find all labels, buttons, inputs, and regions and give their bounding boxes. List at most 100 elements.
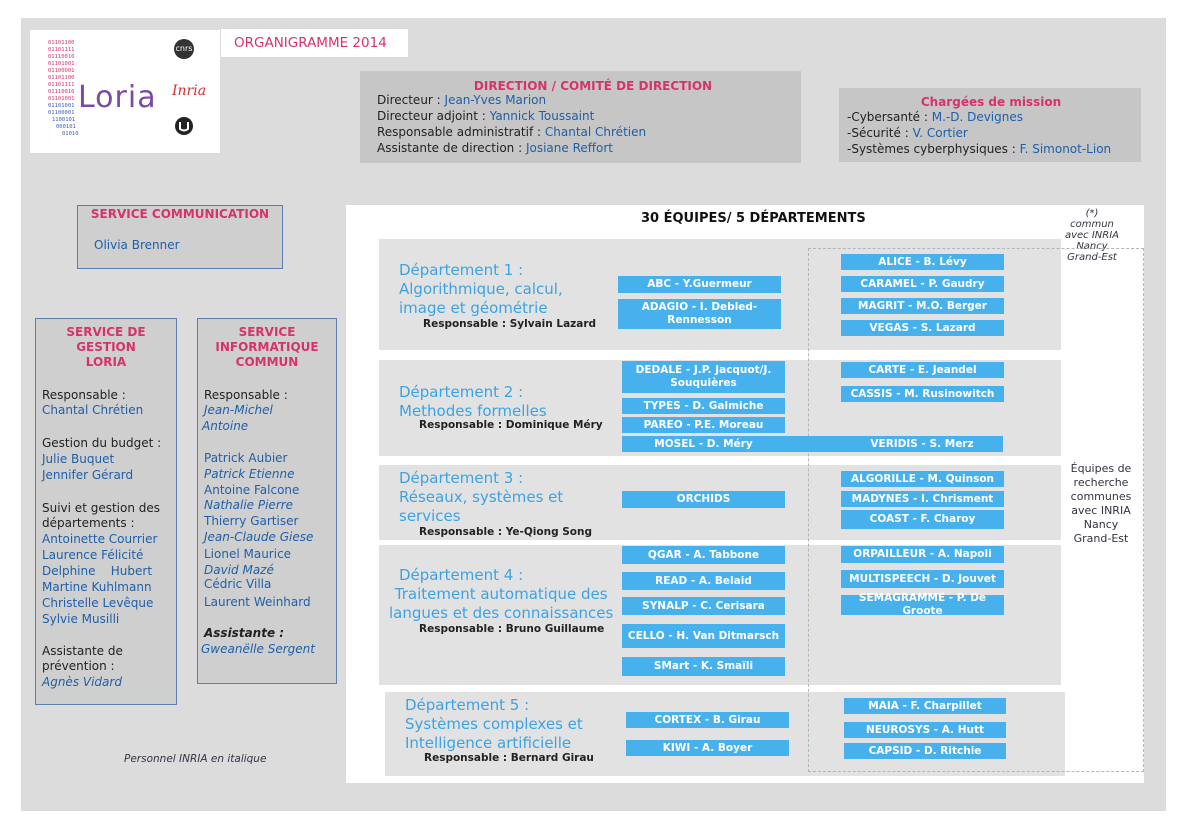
staff-name: Martine Kuhlmann bbox=[42, 580, 152, 594]
svg-text:01101111: 01101111 bbox=[48, 47, 75, 53]
staff-name: Laurence Félicité bbox=[42, 548, 144, 562]
staff-name: Lionel Maurice bbox=[204, 547, 292, 561]
inria-shared-teams-frame bbox=[808, 248, 1144, 772]
department-responsable: Responsable : Dominique Méry bbox=[419, 419, 603, 431]
communication-title: SERVICE COMMUNICATION bbox=[90, 207, 270, 221]
info-assist-name: Gweanëlle Sergent bbox=[201, 642, 315, 656]
staff-name: Antoinette Courrier bbox=[42, 532, 158, 546]
gestion-resp-name: Chantal Chrétien bbox=[42, 403, 144, 417]
mission-line: -Sécurité : V. Cortier bbox=[847, 126, 968, 140]
inria-team-box: MADYNES - I. Chrisment bbox=[841, 491, 1004, 507]
inria-team-box: CASSIS - M. Rusinowitch bbox=[841, 386, 1004, 402]
inria-team-box: CARAMEL - P. Gaudry bbox=[841, 276, 1004, 292]
gestion-resp-label: Responsable : bbox=[42, 388, 126, 402]
department-responsable: Responsable : Bruno Guillaume bbox=[419, 623, 605, 635]
department-name: Département 2 :Methodes formelles bbox=[399, 383, 547, 420]
staff-name: David Mazé bbox=[204, 563, 274, 577]
staff-name: Delphine Hubert bbox=[42, 564, 153, 578]
prevention-label: Assistante de bbox=[42, 644, 123, 658]
department-responsable: Responsable : Bernard Girau bbox=[424, 752, 594, 764]
staff-name: Laurent Weinhard bbox=[204, 595, 311, 609]
direction-title: DIRECTION / COMITÉ DE DIRECTION bbox=[473, 79, 713, 93]
inria-team-box: SEMAGRAMME - P. De Groote bbox=[841, 592, 1004, 617]
svg-text:01101001: 01101001 bbox=[48, 61, 75, 67]
info-resp-name: Jean-Michel bbox=[204, 403, 273, 417]
team-box: TYPES - D. Galmiche bbox=[622, 398, 785, 414]
staff-name: Cédric Villa bbox=[204, 577, 272, 591]
staff-name: Patrick Aubier bbox=[204, 451, 288, 465]
inria-team-box: MAGRIT - M.O. Berger bbox=[841, 298, 1004, 314]
svg-text:1100101: 1100101 bbox=[52, 117, 75, 123]
svg-text:01101100: 01101100 bbox=[48, 40, 75, 46]
team-box: KIWI - A. Boyer bbox=[626, 740, 789, 756]
department-responsable: Responsable : Ye-Qiong Song bbox=[419, 526, 593, 538]
staff-name: Patrick Etienne bbox=[204, 467, 295, 481]
direction-line: Assistante de direction : Josiane Reffor… bbox=[377, 141, 614, 155]
svg-text:01110010: 01110010 bbox=[48, 54, 75, 60]
staff-name: Christelle Levêque bbox=[42, 596, 154, 610]
team-box: ADAGIO - I. Debled-Rennesson bbox=[618, 299, 781, 329]
team-box: CELLO - H. Van Ditmarsch bbox=[622, 624, 785, 648]
svg-text:01110010: 01110010 bbox=[48, 89, 75, 95]
team-box: ORCHIDS bbox=[622, 491, 785, 508]
teams-heading: 30 ÉQUIPES/ 5 DÉPARTEMENTS bbox=[641, 211, 866, 226]
svg-text:01101100: 01101100 bbox=[48, 75, 75, 81]
inria-team-box: CARTE - E. Jeandel bbox=[841, 362, 1004, 378]
logo-panel: 01101100 01101111 01110010 01101001 0110… bbox=[30, 30, 220, 153]
mission-line: -Cybersanté : M.-D. Devignes bbox=[847, 110, 1024, 124]
staff-name: Jean-Claude Giese bbox=[204, 530, 314, 544]
staff-name: Agnès Vidard bbox=[42, 675, 122, 689]
direction-box: DIRECTION / COMITÉ DE DIRECTION Directeu… bbox=[360, 71, 801, 163]
cnrs-logo: cnrs bbox=[175, 44, 193, 53]
svg-text:000101: 000101 bbox=[56, 124, 76, 130]
mission-line: -Systèmes cyberphysiques : F. Simonot-Li… bbox=[847, 142, 1112, 156]
staff-name: Jennifer Gérard bbox=[42, 468, 134, 482]
staff-name: Antoine Falcone bbox=[204, 483, 300, 497]
team-box: MOSEL - D. Méry bbox=[622, 436, 810, 452]
staff-name: Julie Buquet bbox=[42, 452, 115, 466]
staff-name: Nathalie Pierre bbox=[204, 498, 294, 512]
inria-team-box: NEUROSYS - A. Hutt bbox=[844, 722, 1006, 738]
team-box: SYNALP - C. Cerisara bbox=[622, 597, 785, 615]
footer-note: Personnel INRIA en italique bbox=[124, 753, 267, 765]
inria-logo: Inria bbox=[172, 83, 207, 99]
inria-team-box: MAIA - F. Charpillet bbox=[844, 698, 1006, 714]
svg-text:01010: 01010 bbox=[62, 131, 79, 137]
inria-team-box: ALICE - B. Lévy bbox=[841, 254, 1004, 270]
inria-team-box: ALGORILLE - M. Quinson bbox=[841, 471, 1004, 487]
prevention-label: prévention : bbox=[42, 659, 115, 673]
inria-team-box: CAPSID - D. Ritchie bbox=[844, 743, 1006, 759]
team-box: QGAR - A. Tabbone bbox=[622, 546, 785, 564]
info-assist-label: Assistante : bbox=[204, 626, 285, 640]
inria-team-box: ORPAILLEUR - A. Napoli bbox=[841, 546, 1004, 563]
svg-text:01101111: 01101111 bbox=[48, 82, 75, 88]
team-box: CORTEX - B. Girau bbox=[626, 712, 789, 728]
info-resp-label: Responsable : bbox=[204, 388, 288, 402]
info-resp-name: Antoine bbox=[202, 419, 249, 433]
communication-person: Olivia Brenner bbox=[94, 238, 180, 252]
team-box: ABC - Y.Guermeur bbox=[618, 276, 781, 293]
inria-team-box: VEGAS - S. Lazard bbox=[841, 320, 1004, 336]
svg-text:01100001: 01100001 bbox=[48, 68, 75, 74]
suivi-label: départements : bbox=[42, 516, 135, 530]
page-title: ORGANIGRAMME 2014 bbox=[221, 29, 408, 57]
staff-name: Thierry Gartiser bbox=[204, 514, 299, 528]
team-box: READ - A. Belaid bbox=[622, 572, 785, 590]
inria-team-box: MULTISPEECH - D. Jouvet bbox=[841, 570, 1004, 588]
suivi-label: Suivi et gestion des bbox=[42, 501, 161, 515]
department-responsable: Responsable : Sylvain Lazard bbox=[423, 318, 597, 330]
team-box: SMart - K. Smaïli bbox=[622, 657, 785, 676]
inria-team-box: VERIDIS - S. Merz bbox=[808, 436, 1003, 452]
inria-team-box: COAST - F. Charoy bbox=[841, 510, 1004, 529]
missions-box: Chargées de mission -Cybersanté : M.-D. … bbox=[839, 88, 1141, 162]
direction-line: Responsable administratif : Chantal Chré… bbox=[377, 125, 647, 139]
team-box: PAREO - P.E. Moreau bbox=[622, 417, 785, 433]
department-name: Département 1 :Algorithmique, calcul,ima… bbox=[399, 261, 563, 317]
